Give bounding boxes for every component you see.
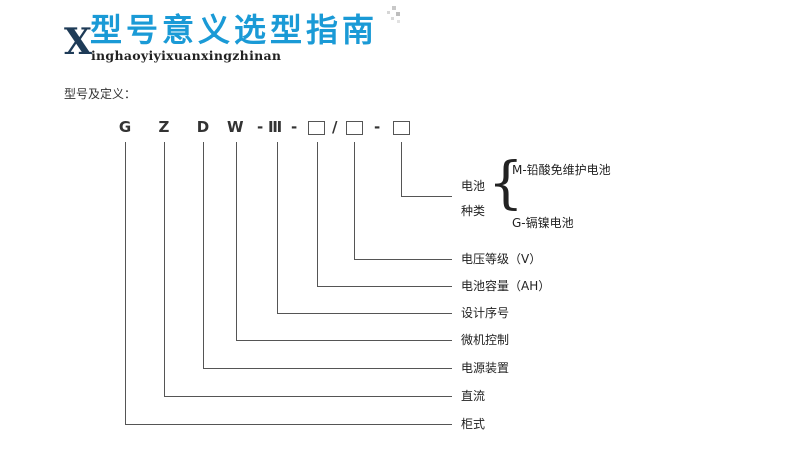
battery-category-line1: 电池 xyxy=(461,179,486,193)
label-design-serial: 设计序号 xyxy=(461,306,510,320)
header-initial-letter: X xyxy=(64,21,92,63)
connector-power-device xyxy=(203,142,452,369)
code-dash-1: - xyxy=(257,118,264,136)
page-title-pinyin: inghaoyiyixuanxingzhinan xyxy=(91,48,282,63)
code-box-capacity xyxy=(308,121,325,135)
decorative-dots-icon xyxy=(387,6,400,23)
connector-cabinet xyxy=(125,142,452,425)
battery-option-nickel-cadmium: G-镉镍电池 xyxy=(512,216,574,230)
label-microcomputer-control: 微机控制 xyxy=(461,333,510,347)
code-letter-w: W xyxy=(227,118,244,136)
brace-icon: { xyxy=(488,151,524,216)
code-letter-z: Z xyxy=(158,118,170,136)
label-power-device: 电源装置 xyxy=(461,361,510,375)
code-letter-g: G xyxy=(118,118,132,136)
connector-voltage xyxy=(354,142,452,260)
code-roman-numeral: Ⅲ xyxy=(268,118,283,136)
label-dc: 直流 xyxy=(461,389,486,403)
label-battery-capacity: 电池容量（AH） xyxy=(461,279,551,293)
battery-option-lead-acid: M-铅酸免维护电池 xyxy=(512,163,611,177)
code-box-battery-type xyxy=(393,121,410,135)
code-box-voltage xyxy=(346,121,363,135)
code-dash-2: - xyxy=(291,118,298,136)
page-title: 型号意义选型指南 xyxy=(90,11,379,49)
code-letter-d: D xyxy=(196,118,210,136)
connector-dc xyxy=(164,142,452,397)
label-cabinet-type: 柜式 xyxy=(461,417,486,431)
connector-battery-type xyxy=(401,142,452,197)
label-voltage-class: 电压等级（V） xyxy=(461,252,542,266)
connector-design-serial xyxy=(277,142,452,314)
code-dash-3: - xyxy=(374,118,381,136)
code-slash: / xyxy=(332,118,338,136)
battery-category-line2: 种类 xyxy=(461,204,486,218)
connector-capacity xyxy=(317,142,452,287)
header: X 型号意义选型指南 inghaoyiyixuanxingzhinan xyxy=(0,0,801,80)
section-label: 型号及定义： xyxy=(64,87,137,101)
connector-microcomputer xyxy=(236,142,452,341)
